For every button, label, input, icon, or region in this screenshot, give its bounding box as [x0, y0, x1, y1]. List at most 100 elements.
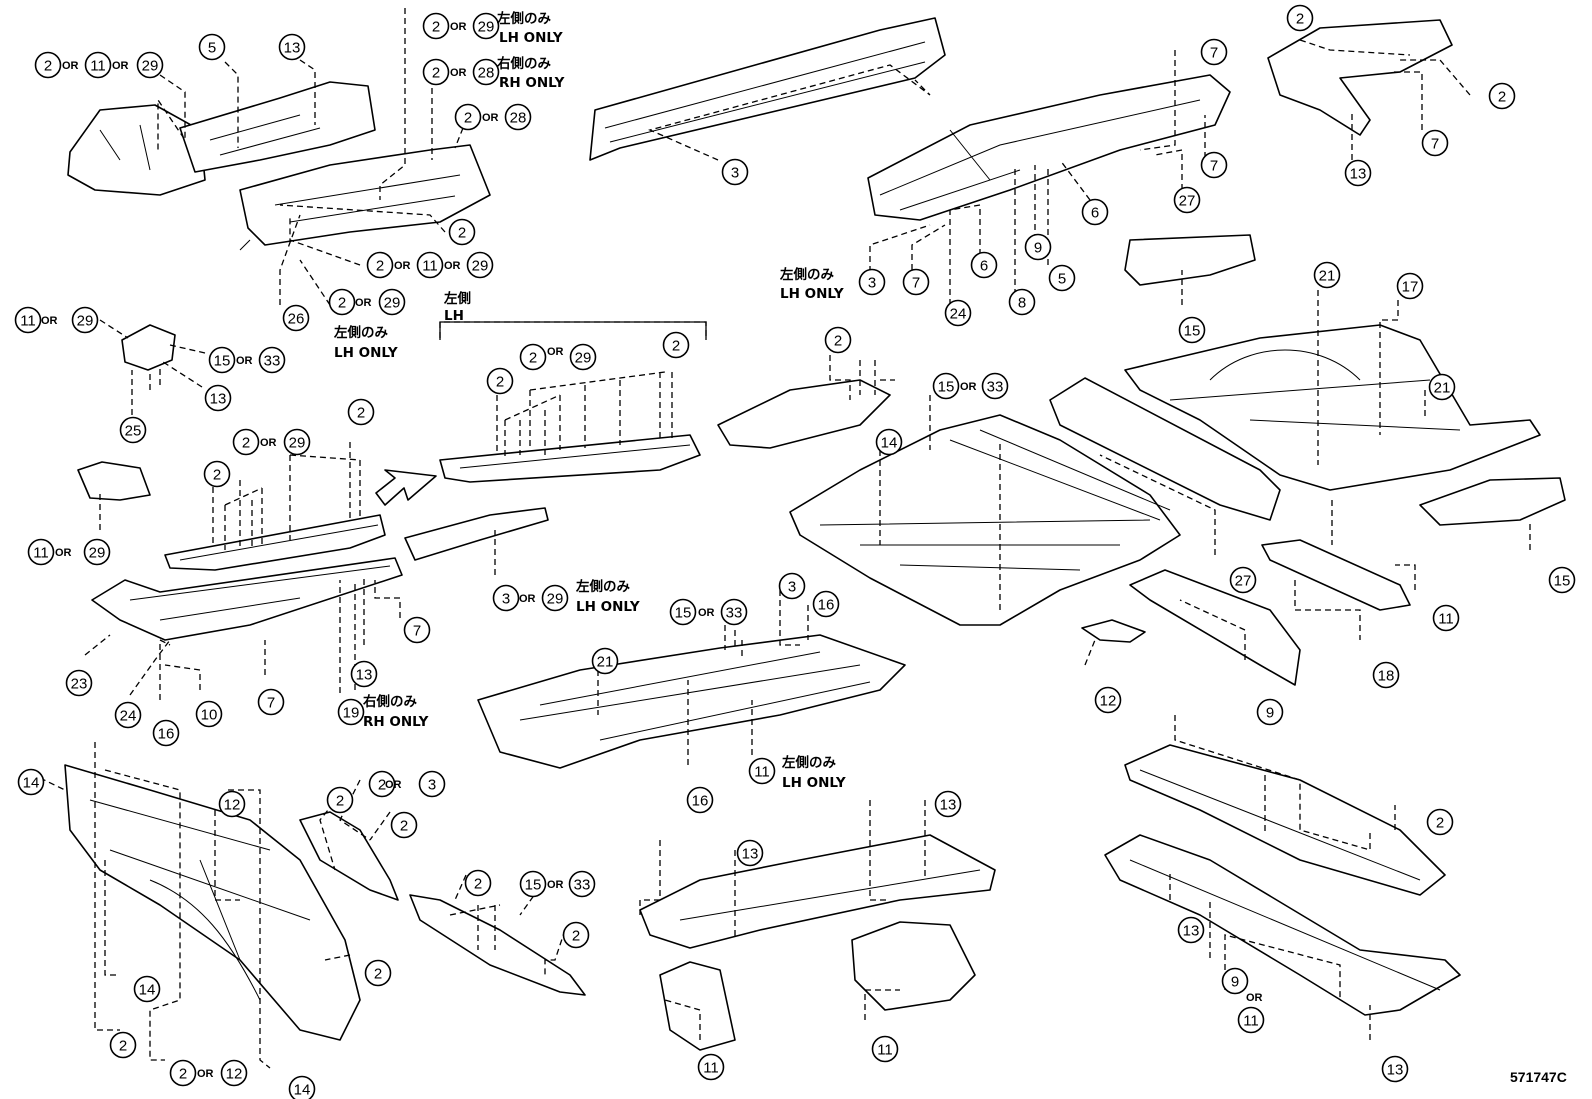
- note-lh-jp: 左側: [443, 290, 471, 307]
- callout-2: 2: [662, 331, 690, 359]
- svg-text:17: 17: [1402, 279, 1419, 296]
- callout-2: 2: [203, 460, 231, 488]
- note-rh-only-en-1: RH ONLY: [499, 75, 565, 91]
- or-label: OR: [519, 593, 536, 605]
- svg-text:2: 2: [400, 818, 408, 835]
- svg-text:3: 3: [868, 275, 876, 292]
- svg-text:21: 21: [1434, 380, 1451, 397]
- svg-text:12: 12: [1100, 693, 1117, 710]
- direction-arrow-icon: [375, 469, 437, 506]
- or-label: OR: [355, 297, 372, 309]
- svg-text:13: 13: [940, 797, 957, 814]
- callout-2: 2: [368, 770, 396, 798]
- or-label: OR: [41, 315, 58, 327]
- svg-text:2: 2: [44, 58, 52, 75]
- callout-14: 14: [875, 428, 903, 456]
- svg-text:14: 14: [23, 775, 40, 792]
- note-lh-only-jp-4: 左側のみ: [575, 578, 630, 595]
- part-rear-floor-crossmember-lower: [1104, 834, 1461, 1016]
- svg-text:2: 2: [357, 405, 365, 422]
- callout-2: 2: [1286, 4, 1314, 32]
- callout-33: 33: [981, 372, 1009, 400]
- svg-text:13: 13: [1387, 1062, 1404, 1079]
- callout-2: 2: [366, 251, 394, 279]
- callout-24: 24: [114, 701, 142, 729]
- svg-text:33: 33: [726, 605, 743, 622]
- svg-text:3: 3: [428, 777, 436, 794]
- callout-2: 2: [328, 288, 356, 316]
- part-rear-floor-brace: [1124, 234, 1256, 286]
- svg-text:2: 2: [1436, 815, 1444, 832]
- callout-24: 24: [944, 299, 972, 327]
- svg-text:2: 2: [1498, 89, 1506, 106]
- svg-text:2: 2: [242, 435, 250, 452]
- callout-16: 16: [152, 719, 180, 747]
- callout-14: 14: [17, 768, 45, 796]
- or-label: OR: [1246, 992, 1263, 1004]
- callout-29: 29: [541, 584, 569, 612]
- note-lh-only-en-4: LH ONLY: [576, 599, 640, 615]
- callout-17: 17: [1396, 272, 1424, 300]
- callout-11: 11: [697, 1053, 725, 1081]
- callout-15: 15: [669, 598, 697, 626]
- svg-text:2: 2: [378, 777, 386, 794]
- svg-text:14: 14: [881, 435, 898, 452]
- svg-text:11: 11: [1243, 1013, 1259, 1030]
- callout-15: 15: [208, 346, 236, 374]
- callout-13: 13: [278, 33, 306, 61]
- callout-12: 12: [1094, 686, 1122, 714]
- part-rear-crossmember-bracket: [1267, 19, 1453, 136]
- svg-text:3: 3: [788, 579, 796, 596]
- callout-2: 2: [34, 51, 62, 79]
- callout-2: 2: [519, 343, 547, 371]
- svg-text:2: 2: [432, 65, 440, 82]
- callout-3: 3: [858, 268, 886, 296]
- part-rocker-panel-inner-rh: [164, 514, 386, 571]
- svg-text:2: 2: [834, 333, 842, 350]
- callout-27: 27: [1173, 186, 1201, 214]
- part-rear-floor-side-member: [867, 74, 1231, 221]
- callout-7: 7: [1200, 38, 1228, 66]
- callout-11: 11: [14, 306, 42, 334]
- callout-2: 2: [364, 959, 392, 987]
- svg-text:3: 3: [502, 591, 510, 608]
- note-lh-only-jp-2: 左側のみ: [779, 266, 834, 283]
- callout-2: 2: [1426, 808, 1454, 836]
- svg-text:21: 21: [597, 654, 614, 671]
- callout-2: 2: [422, 58, 450, 86]
- svg-text:19: 19: [343, 705, 360, 722]
- svg-text:13: 13: [284, 40, 301, 57]
- callout-2: 2: [326, 786, 354, 814]
- part-rocker-panel-inner-lh: [439, 434, 701, 483]
- callout-7: 7: [902, 268, 930, 296]
- svg-text:2: 2: [374, 966, 382, 983]
- callout-13: 13: [736, 839, 764, 867]
- callout-2: 2: [232, 428, 260, 456]
- callout-2: 2: [448, 218, 476, 246]
- svg-text:9: 9: [1266, 705, 1274, 722]
- note-rh-only-jp-2: 右側のみ: [363, 693, 417, 710]
- part-sill-extension: [404, 507, 549, 561]
- svg-text:2: 2: [1296, 11, 1304, 28]
- svg-text:7: 7: [413, 623, 421, 640]
- or-label: OR: [112, 60, 129, 72]
- svg-text:2: 2: [336, 793, 344, 810]
- svg-text:6: 6: [1091, 205, 1099, 222]
- or-label: OR: [55, 547, 72, 559]
- svg-text:12: 12: [224, 797, 241, 814]
- svg-text:2: 2: [338, 295, 346, 312]
- svg-text:2: 2: [376, 258, 384, 275]
- svg-text:2: 2: [672, 338, 680, 355]
- svg-text:33: 33: [987, 379, 1004, 396]
- callout-11: 11: [84, 51, 112, 79]
- callout-2: 2: [824, 326, 852, 354]
- part-rear-side-member: [1129, 569, 1301, 686]
- lh-group-bracket: [439, 321, 707, 340]
- note-lh-only-jp-1: 左側のみ: [496, 10, 551, 27]
- or-label: OR: [236, 355, 253, 367]
- svg-text:16: 16: [818, 597, 835, 614]
- svg-text:11: 11: [90, 58, 106, 75]
- svg-text:11: 11: [1438, 611, 1454, 628]
- svg-text:2: 2: [213, 467, 221, 484]
- callout-27: 27: [1229, 566, 1257, 594]
